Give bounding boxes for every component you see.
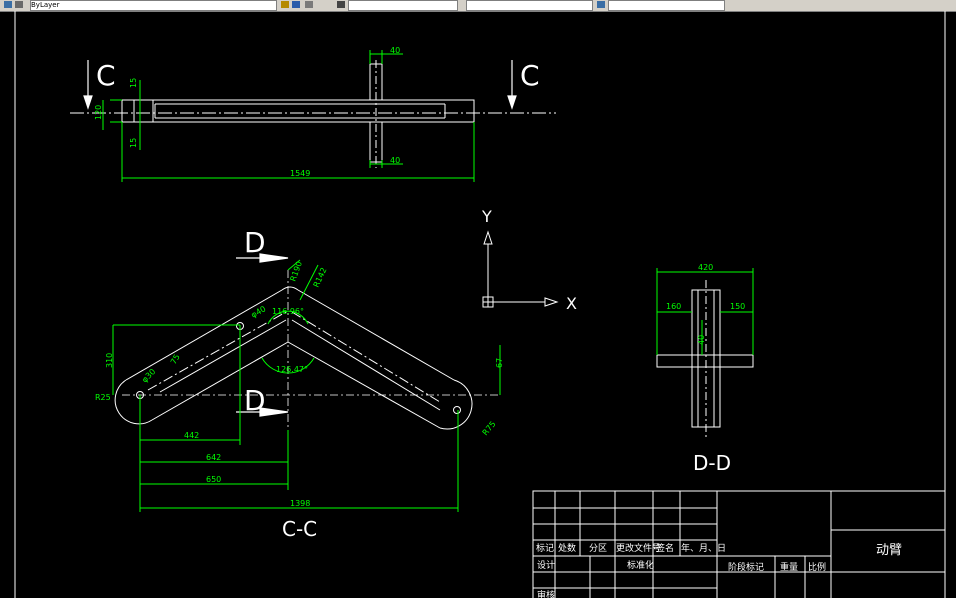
- tb-count: 处数: [558, 542, 576, 554]
- dd-view-title: D-D: [693, 451, 731, 475]
- layer-prev-icon[interactable]: [292, 1, 300, 8]
- tb-weight: 重量: [780, 561, 798, 573]
- cc-dimension-lines: [112, 259, 501, 512]
- dim-650: 650: [206, 475, 221, 484]
- tb-standard: 标准化: [627, 559, 654, 571]
- top-view-dimensions: [102, 50, 475, 182]
- section-c-left-label: C: [96, 59, 116, 92]
- ucs-icon: [482, 230, 559, 308]
- color-dropdown[interactable]: [348, 0, 458, 11]
- dim-40-dd: 40: [697, 335, 706, 345]
- section-d-top-label: D: [244, 226, 266, 259]
- dim-15-top: 15: [129, 78, 138, 88]
- tb-design: 设计: [537, 559, 555, 571]
- top-view: [70, 60, 556, 168]
- drawing-canvas[interactable]: C C 40 40 15 15 120 1549 Y X: [0, 11, 956, 598]
- tb-scale: 比例: [808, 561, 826, 573]
- print-icon[interactable]: [15, 1, 23, 8]
- tb-date: 年、月、日: [681, 542, 726, 554]
- dim-R190: R190: [288, 260, 304, 283]
- section-c-right-label: C: [520, 59, 540, 92]
- layer-state-icon[interactable]: [305, 1, 313, 8]
- dim-1549: 1549: [290, 169, 310, 178]
- dim-67: 67: [495, 358, 504, 368]
- dim-R142: R142: [312, 266, 329, 289]
- tb-part-name: 动臂: [876, 543, 902, 558]
- tb-sign: 签名: [656, 542, 674, 554]
- dim-phi30: φ30: [140, 367, 157, 384]
- dim-442: 442: [184, 431, 199, 440]
- layer-tool-icon[interactable]: [281, 1, 289, 8]
- dim-150: 150: [730, 302, 745, 311]
- dim-420: 420: [698, 263, 713, 272]
- dim-angle-126: 126.47°: [276, 365, 308, 374]
- boom-centerlines: [122, 270, 500, 450]
- tb-review: 审核: [537, 589, 555, 598]
- dim-120: 120: [94, 105, 103, 120]
- ucs-x-label: X: [566, 294, 577, 313]
- dim-R75: R75: [481, 419, 498, 437]
- dim-R25: R25: [95, 393, 111, 402]
- dim-642: 642: [206, 453, 221, 462]
- dd-view-outline: [656, 280, 754, 440]
- top-toolbar: ByLayer: [0, 0, 956, 12]
- tb-mark: 标记: [536, 542, 554, 554]
- tb-zone: 分区: [589, 543, 607, 554]
- linetype-dropdown[interactable]: [466, 0, 593, 11]
- ucs-y-label: Y: [481, 207, 492, 226]
- dd-dimension-lines: [656, 268, 754, 355]
- tb-stage-mark: 阶段标记: [728, 561, 764, 573]
- dim-40-top: 40: [390, 46, 400, 55]
- dim-40-bottom: 40: [390, 156, 400, 165]
- dim-15-bottom: 15: [129, 138, 138, 148]
- title-block-text: 标记 处数 分区 更改文件号 签名 年、月、日 设计 标准化 审核 阶段标记 重…: [536, 542, 826, 598]
- dim-phi40: φ40: [250, 304, 268, 320]
- color-icon[interactable]: [337, 1, 345, 8]
- section-c-markers: [83, 60, 517, 110]
- cc-view-title: C-C: [282, 517, 317, 541]
- boom-outline: [114, 286, 473, 430]
- lineweight-dropdown[interactable]: [608, 0, 725, 11]
- dim-160: 160: [666, 302, 681, 311]
- tb-change-doc: 更改文件号: [616, 542, 661, 554]
- dim-75: 75: [169, 353, 182, 366]
- section-d-markers: [236, 253, 289, 417]
- section-d-bottom-label: D: [244, 384, 266, 417]
- save-icon[interactable]: [4, 1, 12, 8]
- title-block: [532, 490, 946, 598]
- dim-angle-116: 116.96°: [272, 307, 304, 316]
- dim-310: 310: [105, 353, 114, 368]
- layer-dropdown[interactable]: ByLayer: [30, 0, 277, 11]
- lineweight-icon[interactable]: [597, 1, 605, 8]
- dim-1398: 1398: [290, 499, 310, 508]
